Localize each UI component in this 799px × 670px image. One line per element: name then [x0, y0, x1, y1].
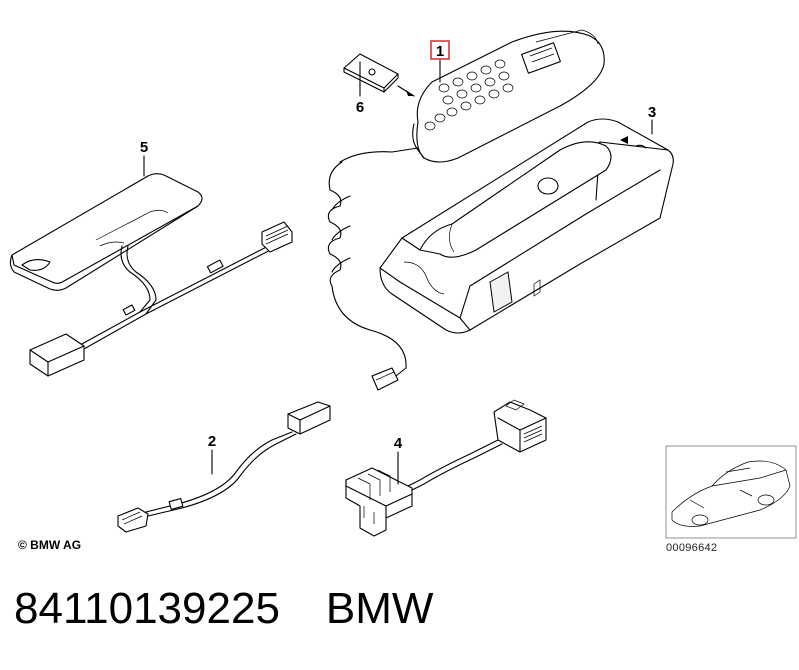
part-4-adapter	[345, 399, 547, 537]
part-6-cover	[343, 53, 415, 97]
part-5-control-unit	[9, 173, 293, 377]
callout-leaders	[143, 59, 653, 485]
footer-caption: 84110139225 BMW	[14, 584, 433, 634]
copyright-label: © BMW AG	[18, 538, 82, 552]
brand-name: BMW	[325, 584, 434, 633]
part-number: 84110139225	[14, 584, 280, 633]
part-1-handset	[327, 29, 605, 391]
callout-1-box[interactable]: 1	[430, 40, 450, 60]
part-3-cradle	[379, 118, 674, 334]
callout-1: 1	[436, 43, 444, 60]
vehicle-thumbnail	[665, 445, 797, 539]
callout-3[interactable]: 3	[648, 104, 656, 121]
callout-4[interactable]: 4	[394, 435, 403, 452]
callout-5[interactable]: 5	[140, 139, 148, 156]
reference-number: 00096642	[666, 542, 718, 554]
part-2-cable	[117, 401, 331, 533]
callout-2[interactable]: 2	[208, 433, 216, 450]
callout-6[interactable]: 6	[356, 99, 364, 116]
